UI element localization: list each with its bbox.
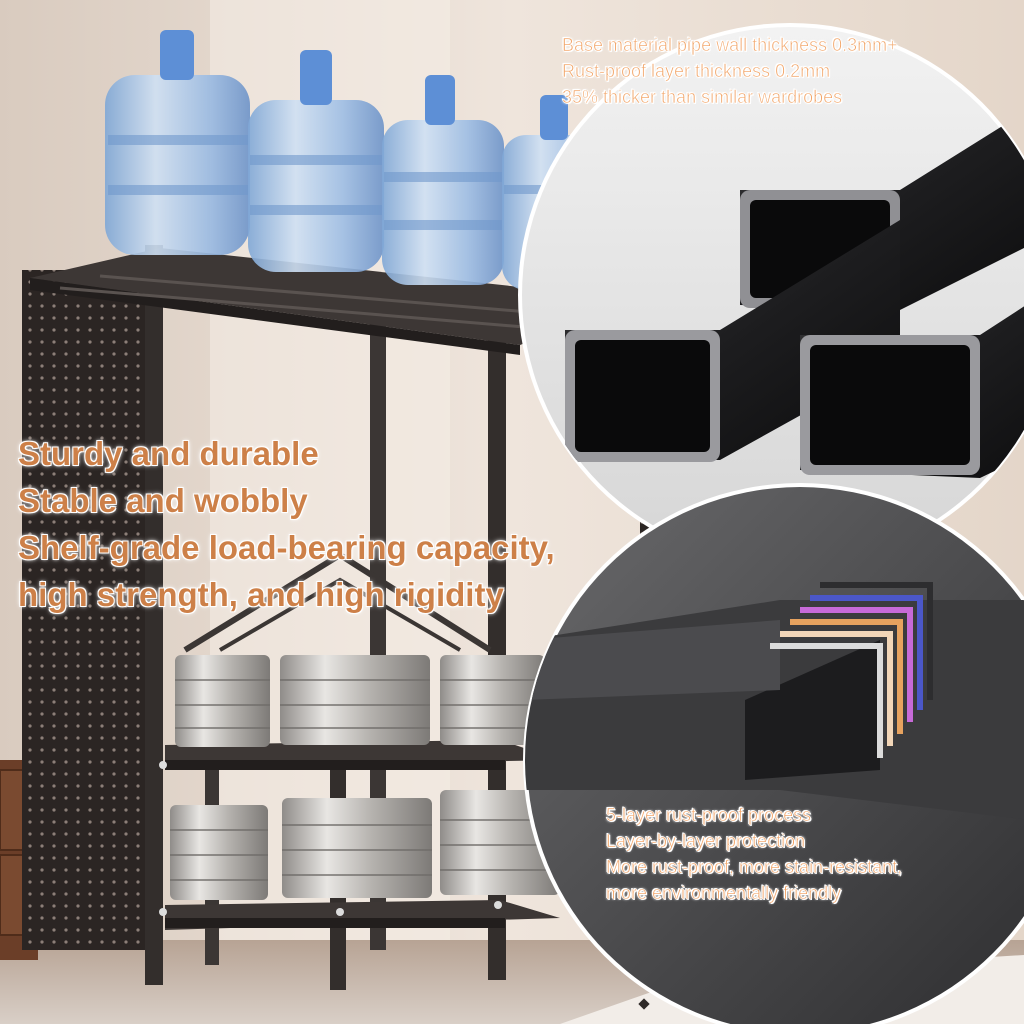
caption-line: 35% thicker than similar wardrobes bbox=[562, 87, 843, 108]
layer-detail-circle bbox=[523, 483, 1024, 1024]
caption-line: 5-layer rust-proof process bbox=[606, 805, 812, 826]
caption-pipe-thickness: Base material pipe wall thickness 0.3mm+… bbox=[562, 32, 898, 110]
tube-detail-circle bbox=[518, 23, 1024, 567]
caption-line: Base material pipe wall thickness 0.3mm+ bbox=[562, 35, 898, 56]
steel-tube-icon bbox=[565, 90, 1024, 478]
caption-line: high strength, and high rigidity bbox=[18, 576, 504, 613]
caption-line: Layer-by-layer protection bbox=[606, 831, 806, 852]
caption-line: Sturdy and durable bbox=[18, 435, 319, 472]
caption-line: More rust-proof, more stain-resistant, bbox=[606, 857, 903, 878]
caption-rust-proof: 5-layer rust-proof process Layer-by-laye… bbox=[606, 802, 903, 906]
caption-sturdy: Sturdy and durable Stable and wobbly She… bbox=[18, 430, 555, 618]
caption-line: Shelf-grade load-bearing capacity, bbox=[18, 529, 555, 566]
caption-line: Stable and wobbly bbox=[18, 482, 308, 519]
caption-line: Rust-proof layer thickness 0.2mm bbox=[562, 61, 831, 82]
rust-proof-layers bbox=[770, 582, 933, 758]
cookware-pot-icon bbox=[170, 655, 560, 900]
caption-line: more environmentally friendly bbox=[606, 883, 842, 904]
